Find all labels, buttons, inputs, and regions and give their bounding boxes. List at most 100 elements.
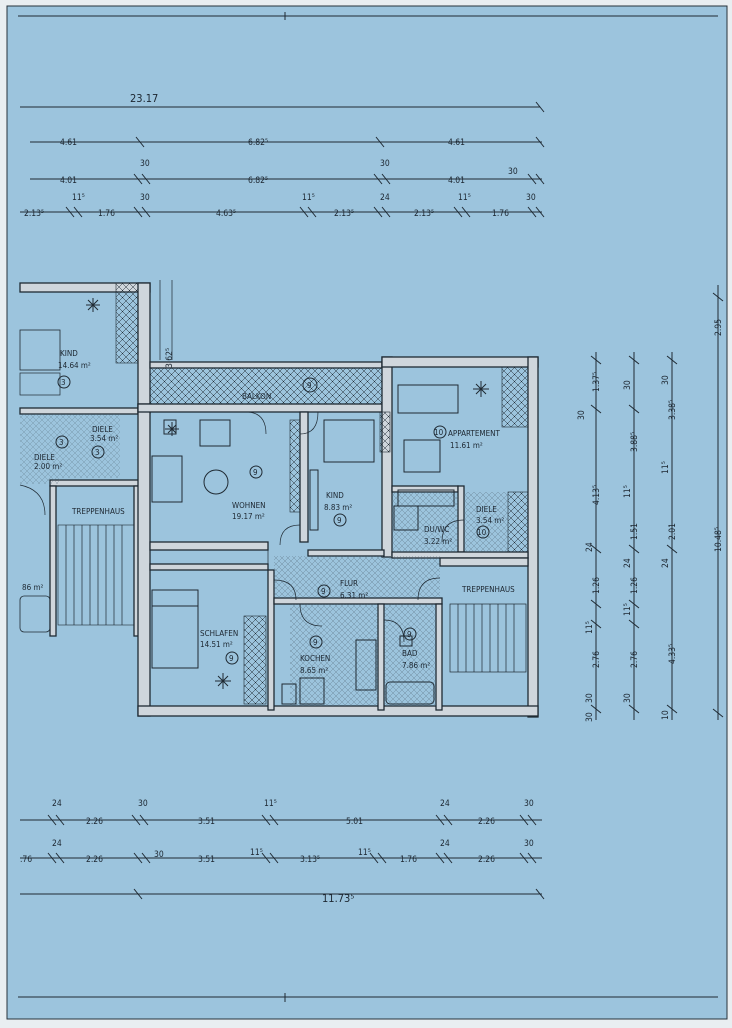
dim-right-c2s-0: 30 bbox=[623, 380, 633, 390]
room-flur-label: FLUR bbox=[340, 579, 358, 588]
dim-right-c3s-0: 30 bbox=[661, 375, 671, 385]
marker-2: 3 bbox=[59, 438, 64, 447]
dim-top-r2-0: 4.61 bbox=[60, 138, 77, 148]
room-kind-left-area: 14.64 m² bbox=[58, 361, 91, 370]
marker-9: 9 bbox=[229, 654, 234, 663]
dim-right-c1s-2: 11⁵ bbox=[585, 621, 595, 634]
room-markers: 3 3 3 9 9 9 10 10 9 9 9 9 bbox=[55, 375, 490, 665]
marker-3: 9 bbox=[307, 381, 312, 390]
room-kochen-area: 8.65 m² bbox=[300, 666, 328, 675]
dim-top-r3-2: 4.01 bbox=[448, 176, 465, 186]
room-du-wc-area: 3.22 m² bbox=[424, 537, 452, 546]
dim-right-c2s-2: 24 bbox=[623, 558, 633, 568]
dim-top-r4s-3: 24 bbox=[380, 193, 390, 203]
marker-11: 9 bbox=[407, 630, 412, 639]
sheet-background bbox=[6, 5, 728, 1020]
dim-right-c1-2: 1.26 bbox=[592, 577, 602, 594]
dim-bot-r1s-3: 24 bbox=[440, 799, 450, 809]
room-treppenhaus-left-label: TREPPENHAUS bbox=[71, 507, 125, 516]
plant-icon bbox=[165, 422, 179, 436]
room-schlafen-area: 14.51 m² bbox=[200, 640, 233, 649]
dim-right-c1s-1: 24 bbox=[585, 542, 595, 552]
dim-bot-r2-2: 3.51 bbox=[198, 855, 215, 865]
dim-top-r4-3: 2.13⁵ bbox=[334, 209, 354, 219]
room-du-wc-label: DU/WC bbox=[424, 525, 449, 534]
dim-right-c3-3: 10 bbox=[661, 710, 671, 720]
dim-top-r4-2: 4.63⁵ bbox=[216, 209, 236, 219]
bottom-dimension-lines: 24 30 11⁵ 24 30 2.26 3.51 5.01 2.26 24 3… bbox=[20, 799, 545, 905]
dim-top-r4s-1: 30 bbox=[140, 193, 150, 203]
room-diele-left1-area: 3.54 m² bbox=[90, 434, 118, 443]
dim-right-c3s-1: 11⁵ bbox=[661, 461, 671, 474]
room-partial-area: 86 m² bbox=[22, 583, 43, 592]
dim-bot-r2-1: 2.26 bbox=[86, 855, 103, 865]
dim-right-c1-0: 1.37⁵ bbox=[592, 372, 602, 392]
dim-top-r2-1: 6.82⁵ bbox=[248, 138, 268, 148]
room-kochen-label: KOCHEN bbox=[300, 654, 330, 663]
dim-right-c2-2: 1.26 bbox=[630, 577, 640, 594]
dim-right-c1-4: 30 bbox=[585, 693, 595, 703]
room-treppenhaus-right-label: TREPPENHAUS bbox=[461, 585, 515, 594]
dim-bot-r1-3: 2.26 bbox=[478, 817, 495, 827]
furniture bbox=[151, 384, 459, 705]
right-dimension-lines: 1.37⁵ 4.13⁵ 1.26 2.76 30 30 24 11⁵ 30 3.… bbox=[577, 285, 724, 722]
dim-top-r3s-1: 30 bbox=[380, 159, 390, 169]
room-wohnen-label: WOHNEN bbox=[232, 501, 266, 510]
dim-top-r3-0: 4.01 bbox=[60, 176, 77, 186]
room-kind-left-label: KIND bbox=[60, 349, 78, 358]
marker-6: 10 bbox=[434, 428, 444, 437]
dim-right-c2-3: 2.76 bbox=[630, 651, 640, 668]
dim-right-c3s-2: 24 bbox=[661, 558, 671, 568]
dim-bot-r2s-5: 30 bbox=[524, 839, 534, 849]
dim-right-c1s-3: 30 bbox=[585, 712, 595, 722]
dim-bot-r1s-4: 30 bbox=[524, 799, 534, 809]
marker-7: 10 bbox=[477, 528, 487, 537]
dim-top-total: 23.17 bbox=[130, 92, 158, 105]
room-diele-label: DIELE bbox=[476, 505, 497, 514]
dim-balcony-depth: 3.62⁵ bbox=[165, 348, 175, 368]
dim-bottom-total: 11.73⁵ bbox=[322, 892, 354, 905]
dim-right-c3-0: 3.38⁵ bbox=[668, 400, 678, 420]
dim-top-r4-4: 2.13⁵ bbox=[414, 209, 434, 219]
marker-1: 3 bbox=[95, 448, 100, 457]
dim-top-r4s-2: 11⁵ bbox=[302, 193, 315, 203]
dim-right-c2s-1: 11⁵ bbox=[623, 485, 633, 498]
room-bad-label: BAD bbox=[402, 649, 418, 658]
marker-0: 3 bbox=[61, 378, 66, 387]
marker-4: 9 bbox=[253, 468, 258, 477]
room-appartement-label: APPARTEMENT bbox=[448, 429, 501, 438]
dim-bot-r2s-2: 11⁵ bbox=[250, 848, 263, 858]
dim-right-c4-0: 2.95 bbox=[714, 319, 724, 336]
room-balkon-label: BALKON bbox=[242, 392, 271, 401]
room-diele-left2-label: DIELE bbox=[34, 453, 55, 462]
room-kind-area: 8.83 m² bbox=[324, 503, 352, 512]
marker-10: 9 bbox=[313, 638, 318, 647]
dim-right-c1s-0: 30 bbox=[577, 410, 587, 420]
room-kind-label: KIND bbox=[326, 491, 344, 500]
dim-right-c3-2: 4.33⁵ bbox=[668, 644, 678, 664]
dim-bot-r1s-0: 24 bbox=[52, 799, 62, 809]
dim-bot-r1-0: 2.26 bbox=[86, 817, 103, 827]
dim-bot-r1-2: 5.01 bbox=[346, 817, 363, 827]
balcony bbox=[149, 361, 383, 405]
room-flur-area: 6.31 m² bbox=[340, 591, 368, 600]
room-appartement-area: 11.61 m² bbox=[450, 441, 483, 450]
plant-icon bbox=[473, 381, 489, 397]
plant-icon bbox=[215, 673, 231, 689]
dim-top-r2-2: 4.61 bbox=[448, 138, 465, 148]
dim-right-c1-3: 2.76 bbox=[592, 651, 602, 668]
marker-5: 9 bbox=[337, 516, 342, 525]
dim-bot-r2s-4: 24 bbox=[440, 839, 450, 849]
room-wohnen-area: 19.17 m² bbox=[232, 512, 265, 521]
dim-bot-r1s-1: 30 bbox=[138, 799, 148, 809]
dim-bot-r2s-0: 24 bbox=[52, 839, 62, 849]
dim-bot-r2-4: 1.76 bbox=[400, 855, 417, 865]
dim-right-c2s-3: 11⁵ bbox=[623, 603, 633, 616]
dim-bot-r2s-1: 30 bbox=[154, 850, 164, 860]
dim-top-r4-1: 1.76 bbox=[98, 209, 115, 219]
dim-bot-r2-5: 2.26 bbox=[478, 855, 495, 865]
dim-right-c3-1: 2.01 bbox=[668, 523, 678, 540]
dim-top-r3-3: 30 bbox=[508, 167, 518, 177]
